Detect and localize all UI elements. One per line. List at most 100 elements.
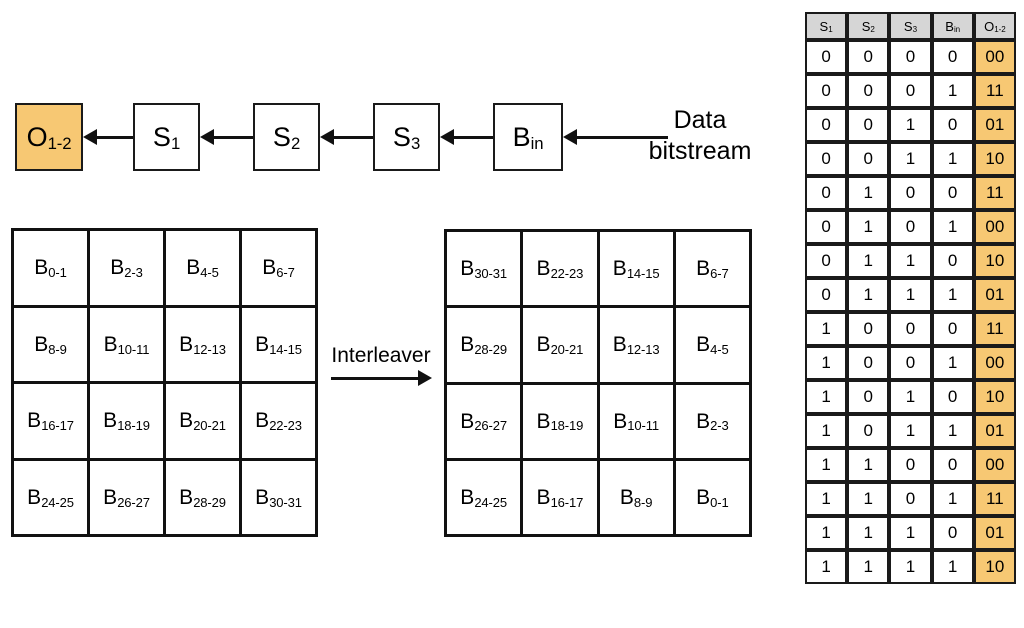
matrix-cell: B30-31 (447, 232, 524, 309)
truth-table-output-cell: 11 (973, 176, 1016, 210)
truth-table-input-cell: 1 (931, 550, 974, 584)
matrix-cell-label: B30-31 (460, 257, 507, 281)
matrix-cell-label: B0-1 (34, 256, 67, 281)
truth-table-input-cell: 1 (805, 312, 848, 346)
truth-table-output-cell: 11 (973, 312, 1016, 346)
matrix-cell: B26-27 (447, 384, 524, 461)
truth-table-input-cell: 0 (805, 108, 848, 142)
matrix-cell-label: B30-31 (255, 485, 302, 510)
truth-table-input-cell: 1 (805, 482, 848, 516)
arrow-shaft (330, 135, 373, 139)
truth-table-input-cell: 0 (847, 142, 890, 176)
truth-table-input-cell: 0 (889, 176, 932, 210)
truth-table-input-cell: 1 (805, 414, 848, 448)
matrix-cell: B28-29 (447, 308, 524, 385)
matrix-cell-label: B4-5 (696, 333, 729, 358)
truth-table-input-cell: 0 (847, 74, 890, 108)
truth-table-output-cell: 00 (973, 346, 1016, 380)
matrix-cell: B22-23 (523, 232, 600, 309)
matrix-cell-label: B24-25 (460, 485, 507, 510)
truth-table-output-cell: 01 (973, 278, 1016, 312)
truth-table-input-cell: 1 (805, 346, 848, 380)
matrix-cell-label: B12-13 (612, 333, 660, 358)
matrix-cell: B24-25 (14, 460, 90, 537)
matrix-cell: B18-19 (90, 384, 166, 461)
truth-table-input-cell: 1 (931, 414, 974, 448)
matrix-cell: B14-15 (599, 232, 676, 309)
matrix-cell-label: B20-21 (536, 333, 584, 358)
arrow-shaft (450, 135, 493, 139)
truth-table-input-cell: 0 (889, 346, 932, 380)
truth-table-input-cell: 0 (889, 482, 932, 516)
input-bit-block-label: Bin (512, 121, 544, 154)
truth-table-input-cell: 0 (847, 108, 890, 142)
truth-table-header-cell: S2 (847, 12, 890, 40)
truth-table-input-cell: 1 (931, 482, 974, 516)
matrix-cell: B6-7 (675, 232, 752, 309)
truth-table-input-cell: 1 (931, 210, 974, 244)
matrix-cell: B10-11 (90, 307, 166, 384)
input-bit-block: Bin (493, 103, 563, 171)
truth-table-output-cell: 00 (973, 448, 1016, 482)
truth-table-input-cell: 1 (847, 448, 890, 482)
truth-table-output-cell: 00 (973, 210, 1016, 244)
matrix-cell: B8-9 (14, 307, 90, 384)
shift-register-1-label: S1 (152, 121, 181, 154)
matrix-cell: B18-19 (523, 384, 600, 461)
truth-table-input-cell: 0 (931, 108, 974, 142)
truth-table-input-cell: 0 (931, 312, 974, 346)
truth-table-input-cell: 0 (805, 244, 848, 278)
truth-table-output-cell: 10 (973, 142, 1016, 176)
truth-table-input-cell: 1 (847, 278, 890, 312)
matrix-cell: B28-29 (166, 460, 242, 537)
matrix-cell: B4-5 (166, 231, 242, 308)
arrow-shaft (210, 135, 253, 139)
data-bitstream-caption: Data bitstream (648, 106, 752, 165)
matrix-cell-label: B0-1 (696, 485, 729, 510)
matrix-cell: B22-23 (242, 384, 318, 461)
truth-table-input-cell: 1 (889, 142, 932, 176)
interleaver-label: Interleaver (331, 344, 431, 367)
truth-table-input-cell: 1 (847, 210, 890, 244)
truth-table-input-cell: 0 (805, 278, 848, 312)
truth-table-input-cell: 1 (889, 380, 932, 414)
matrix-cell-label: B2-3 (110, 256, 143, 281)
shift-register-1: S1 (133, 103, 200, 171)
truth-table-header-label: S3 (903, 18, 917, 35)
truth-table-input-cell: 0 (805, 40, 848, 74)
matrix-cell-label: B2-3 (696, 409, 729, 434)
matrix-cell: B26-27 (90, 460, 166, 537)
matrix-cell: B20-21 (523, 308, 600, 385)
matrix-cell-label: B14-15 (255, 332, 302, 357)
matrix-cell-label: B16-17 (27, 409, 74, 434)
truth-table-input-cell: 0 (889, 40, 932, 74)
matrix-cell: B0-1 (14, 231, 90, 308)
output-block: O1-2 (15, 103, 83, 171)
matrix-cell-label: B10-11 (103, 332, 150, 357)
truth-table-header-cell: Bin (931, 12, 974, 40)
matrix-cell: B2-3 (675, 384, 752, 461)
arrow-shaft (93, 135, 133, 139)
truth-table-header-label: Bin (945, 18, 961, 35)
truth-table-input-cell: 1 (889, 550, 932, 584)
truth-table-input-cell: 1 (805, 448, 848, 482)
matrix-cell-label: B24-25 (27, 485, 74, 510)
arrow-head (200, 129, 214, 145)
truth-table-input-cell: 0 (931, 448, 974, 482)
truth-table-input-cell: 0 (889, 210, 932, 244)
matrix-cell-label: B6-7 (696, 257, 729, 281)
truth-table-input-cell: 1 (847, 516, 890, 550)
